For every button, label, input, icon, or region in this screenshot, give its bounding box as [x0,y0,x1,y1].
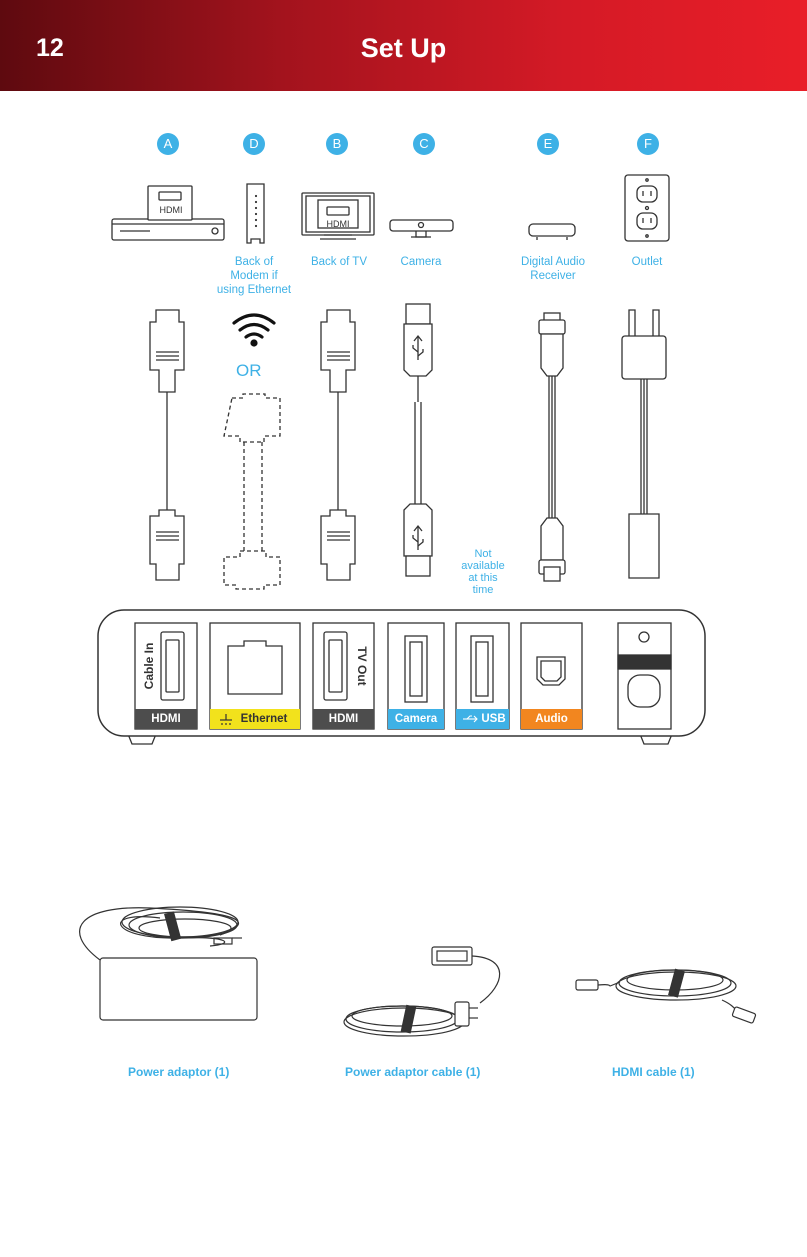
hdmi-cable-b-icon [320,309,356,581]
ethernet-label: Ethernet [240,713,288,725]
outlet-label: Outlet [631,256,663,268]
power-adaptor-cable-icon [343,946,501,1037]
power-adaptor-icon [79,906,258,1021]
wifi-icon [232,313,276,347]
audio-receiver-icon [528,223,576,240]
letter-a: A [157,133,179,155]
tv-icon [301,192,375,240]
camera-port-label: Camera [394,713,438,725]
letter-e: E [537,133,559,155]
modem-icon [246,183,265,244]
power-adaptor-cable-label: Power adaptor cable (1) [345,1065,481,1079]
letter-f: F [637,133,659,155]
hdmi-out-label: HDMI [328,713,359,725]
ethernet-cable-dashed-icon [223,393,281,590]
cable-box-icon [111,185,225,241]
or-label: OR [236,361,262,380]
optical-audio-cable-icon [538,312,566,582]
power-cable-icon [621,309,667,579]
modem-label: Back of Modem if using Ethernet [216,256,292,296]
not-available-note: Not available at this time [461,548,505,596]
page-title: Set Up [360,33,447,63]
camera-icon [389,219,454,238]
usb-port-label: USB [481,713,506,725]
audio-receiver-label: Digital Audio Receiver [521,256,585,282]
tv-out-label: TV Out [355,646,369,686]
power-port [617,622,672,730]
power-adaptor-label: Power adaptor (1) [128,1065,230,1079]
ethernet-icon [220,714,232,725]
camera-label: Camera [400,256,442,268]
audio-port-label: Audio [535,713,568,725]
letter-c: C [413,133,435,155]
page-number: 12 [36,34,64,62]
hdmi-cable-a-icon [149,309,185,581]
tv-label: Back of TV [310,256,368,268]
hdmi-in-label: HDMI [151,713,181,725]
cable-box-hdmi-label: HDMI [159,205,183,215]
tv-hdmi-label: HDMI [326,219,350,229]
usb-cable-icon [403,303,433,577]
usb-label-icon [463,715,478,723]
hdmi-cable-label: HDMI cable (1) [612,1065,695,1079]
header-bar: 12 Set Up [0,0,807,91]
letter-b: B [326,133,348,155]
cable-in-label: Cable In [142,642,156,690]
letter-d: D [243,133,265,155]
wall-outlet-icon [624,174,670,242]
hdmi-cable-accessory-icon [575,969,757,1024]
